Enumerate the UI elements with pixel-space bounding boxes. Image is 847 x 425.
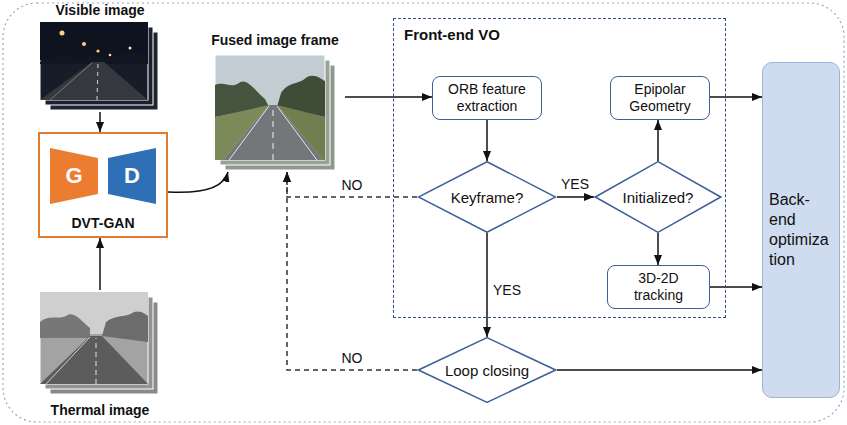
thermal-trees [102, 311, 148, 342]
group-box: Front-end VO ORB feature extraction Epipol… [393, 18, 726, 318]
connector [710, 286, 762, 288]
connector [99, 112, 101, 132]
lane-line [46, 337, 90, 384]
connector [345, 96, 432, 98]
street-light [129, 47, 132, 50]
gan-box: DVT-GAN G D [38, 132, 168, 238]
image-layer [40, 22, 148, 100]
process-box: ORB feature extraction [432, 76, 542, 120]
road [40, 336, 148, 384]
diamond-outline [418, 338, 555, 403]
lane-line [273, 107, 274, 160]
edge-label: NO [340, 177, 365, 193]
generator-block: G [50, 148, 98, 204]
node-text: Initialized? [623, 189, 694, 206]
node-text: Front-end VO [404, 26, 500, 43]
thermal-trees [40, 314, 90, 338]
dashed-connector [287, 172, 417, 197]
road [223, 105, 323, 160]
backend-box: Back-end optimization [762, 62, 840, 398]
process-box: 3D-2D tracking [607, 265, 710, 309]
process-box: Epipolar Geometry [610, 76, 710, 120]
figure-frame [3, 3, 844, 422]
lane-line [97, 64, 98, 100]
dashed-connector [287, 172, 417, 370]
connector [486, 233, 488, 337]
node-text: ORB feature extraction [439, 81, 535, 115]
node-text: Thermal image [51, 402, 150, 418]
edge-label: YES [559, 176, 591, 192]
connector [710, 96, 762, 98]
node-text: Fused image frame [211, 32, 339, 48]
image-node: Visible image [30, 2, 170, 112]
edge-label: YES [491, 282, 523, 298]
lane-line [229, 106, 269, 160]
lane-line [50, 63, 92, 100]
street-light [109, 54, 112, 57]
trapezoid-shape [108, 148, 156, 204]
diamond-outline [595, 162, 720, 233]
node-text: 3D-2D tracking [614, 270, 703, 304]
image-node: Fused image frame [205, 32, 345, 172]
image-layer [215, 55, 325, 160]
thermal-image-stack [40, 292, 158, 394]
node-text: Keyframe? [451, 189, 524, 206]
connector [168, 172, 228, 192]
trapezoid-shape [50, 148, 98, 204]
node-text: Visible image [55, 2, 144, 18]
street-light [82, 42, 86, 46]
diamond-outline [418, 162, 555, 233]
decision-diamond: Keyframe? [417, 161, 557, 233]
lane-line [277, 106, 317, 160]
connector [657, 120, 659, 161]
road [40, 62, 148, 100]
node-text: D [124, 163, 140, 189]
visible-image-stack [40, 22, 158, 110]
lane-line [96, 338, 97, 384]
image-layer [40, 292, 148, 384]
image-node: Thermal image [30, 290, 170, 418]
decision-diamond: Loop closing [417, 337, 557, 403]
connector [557, 196, 594, 198]
fused-image-stack [215, 55, 335, 170]
connector [657, 233, 659, 265]
decision-diamond: Initialized? [594, 161, 722, 233]
node-text: G [65, 163, 82, 189]
node-text: DVT-GAN [72, 215, 135, 231]
node-text: Loop closing [445, 362, 529, 379]
discriminator-block: D [108, 148, 156, 204]
edge-label: NO [340, 350, 365, 366]
node-text: Back-end optimization [769, 190, 833, 270]
connector [486, 120, 488, 161]
node-text: Epipolar Geometry [617, 81, 703, 115]
street-light [60, 31, 65, 36]
street-light [96, 49, 99, 52]
connector [557, 369, 762, 371]
connector [99, 238, 101, 290]
